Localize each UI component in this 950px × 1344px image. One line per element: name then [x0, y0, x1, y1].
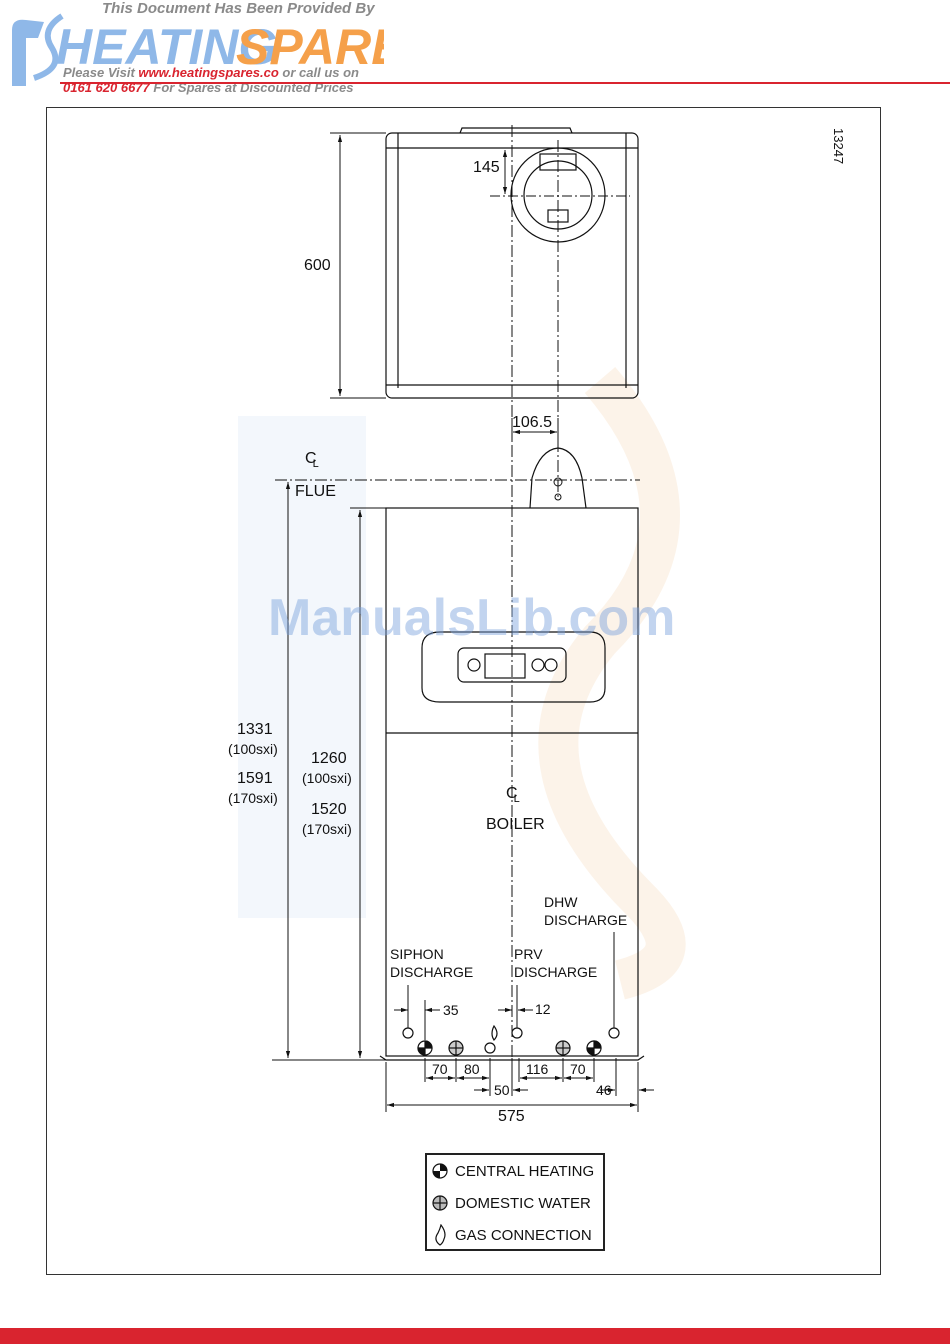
dim-80-label: 80 — [464, 1061, 480, 1077]
dim-116-label: 116 — [526, 1061, 549, 1077]
dim-575-label: 575 — [498, 1108, 525, 1125]
cl-boiler-l: L — [513, 793, 520, 805]
cl-flue-c: C — [305, 450, 317, 467]
dim-1331-note: (100sxi) — [228, 741, 278, 757]
dim-1260-label: 1260 — [311, 750, 347, 767]
dim-46-label: 46 — [596, 1082, 612, 1098]
visit-url-link[interactable]: www.heatingspares.co — [138, 65, 279, 80]
dim-1520-note: (170sxi) — [302, 821, 352, 837]
central-heating-icon — [432, 1163, 448, 1179]
cl-boiler-c: C — [506, 785, 518, 802]
dim-70b-label: 70 — [570, 1061, 586, 1077]
visit-middle: or call us on — [278, 65, 359, 80]
background-flame-graphic — [238, 366, 686, 1000]
svg-text:SPARES: SPARES — [236, 19, 384, 75]
dim-145-label: 145 — [473, 159, 500, 176]
heating-spares-logo: HEATING SPARES — [12, 13, 384, 86]
flue-label: FLUE — [295, 483, 336, 500]
dim-35-label: 35 — [443, 1002, 459, 1018]
legend-label: CENTRAL HEATING — [455, 1162, 595, 1180]
dhw-discharge-circle — [608, 1027, 620, 1039]
siphon-discharge-circle — [402, 1027, 414, 1039]
cl-boiler-symbol: CL — [506, 785, 524, 805]
provided-by-note: This Document Has Been Provided By — [102, 0, 375, 17]
footer-bar — [0, 1328, 950, 1344]
legend-label: DOMESTIC WATER — [455, 1194, 591, 1212]
central-heating-symbol-right — [586, 1040, 602, 1056]
drawing-frame — [46, 107, 881, 1275]
domestic-water-symbol-right — [555, 1040, 571, 1056]
central-heating-symbol-left — [417, 1040, 433, 1056]
manualslib-watermark: ManualsLib.com — [268, 589, 676, 647]
gas-connection-symbol — [484, 1024, 498, 1054]
gas-connection-icon — [435, 1224, 446, 1246]
prv-discharge-circle — [511, 1027, 523, 1039]
domestic-water-icon — [432, 1195, 448, 1211]
legend-box: CENTRAL HEATING DOMESTIC WATER GAS CONNE… — [425, 1153, 605, 1251]
domestic-water-symbol-left — [448, 1040, 464, 1056]
legend-label: GAS CONNECTION — [455, 1226, 592, 1244]
dim-1331-label: 1331 — [237, 721, 273, 738]
cl-flue-l: L — [312, 458, 319, 470]
dim-1591-label: 1591 — [237, 770, 273, 787]
dim-106-5-label: 106.5 — [512, 414, 553, 431]
dim-1520-label: 1520 — [311, 801, 347, 818]
dim-600-label: 600 — [304, 257, 331, 274]
dim-50-label: 50 — [494, 1082, 510, 1098]
header-rule — [60, 82, 950, 84]
siphon-discharge-label-2: DISCHARGE — [390, 964, 474, 980]
dhw-discharge-label-1: DHW — [544, 894, 578, 910]
legend-item-gas-connection: GAS CONNECTION — [431, 1224, 592, 1246]
legend-item-domestic-water: DOMESTIC WATER — [431, 1194, 591, 1212]
bottom-connections — [402, 1024, 620, 1056]
svg-text:HEATING: HEATING — [56, 19, 277, 75]
page-header: HEATING SPARES This Document Has Been Pr… — [0, 0, 950, 100]
prv-discharge-label-1: PRV — [514, 946, 543, 962]
dim-1260-note: (100sxi) — [302, 770, 352, 786]
boiler-label: BOILER — [486, 816, 545, 833]
drawing-number: 13247 — [831, 128, 846, 165]
visit-prefix: Please Visit — [63, 65, 139, 80]
cl-flue-symbol: CL — [305, 450, 323, 470]
legend-item-central-heating: CENTRAL HEATING — [431, 1162, 594, 1180]
siphon-discharge-label-1: SIPHON — [390, 946, 444, 962]
dim-1591-note: (170sxi) — [228, 790, 278, 806]
dhw-discharge-label-2: DISCHARGE — [544, 912, 628, 928]
dim-12-label: 12 — [535, 1001, 551, 1017]
visit-note: Please Visit www.heatingspares.co or cal… — [63, 65, 359, 95]
prv-discharge-label-2: DISCHARGE — [514, 964, 598, 980]
dim-70a-label: 70 — [432, 1061, 448, 1077]
